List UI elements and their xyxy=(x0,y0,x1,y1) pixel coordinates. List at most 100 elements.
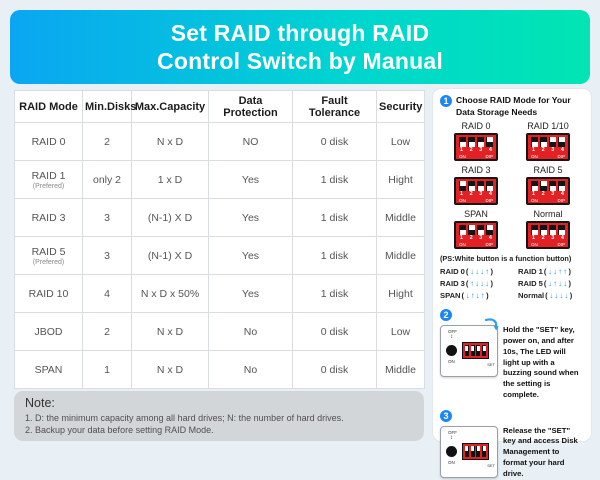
table-cell: N x D x 50% xyxy=(131,274,209,313)
legend-paren: ) xyxy=(486,291,489,301)
arrow-down-icon: ↓ xyxy=(559,290,564,300)
panel-dip-slot xyxy=(476,345,481,357)
arrow-down-icon: ↓ xyxy=(549,290,554,300)
panel-dip-knob xyxy=(465,345,469,351)
dip-number: 3 xyxy=(479,147,483,154)
table-cell: N x D xyxy=(131,312,209,351)
table-cell: 1 x D xyxy=(131,160,209,199)
table-cell: 0 disk xyxy=(292,350,377,389)
dip-knob xyxy=(486,186,493,192)
dip-knob xyxy=(549,186,556,192)
dip-switch-2 xyxy=(468,181,475,192)
panel-dip-slot xyxy=(482,345,487,357)
dip-mode-label: Normal xyxy=(533,209,563,220)
table-cell: only 2 xyxy=(82,160,132,199)
dip-knob xyxy=(477,186,484,192)
power-button-icon xyxy=(446,345,457,357)
dip-switch-3 xyxy=(477,137,484,148)
table-cell: Hight xyxy=(376,160,425,199)
dip-knob xyxy=(459,230,466,236)
dip-knob xyxy=(549,230,556,236)
table-cell: 3 xyxy=(82,236,132,275)
dip-knob xyxy=(531,230,538,236)
dip-slots xyxy=(459,181,493,192)
table-cell: Yes xyxy=(208,236,293,275)
arrow-down-icon: ↓ xyxy=(469,266,474,276)
dip-on-label: ON xyxy=(531,197,538,203)
panel-set-label: SET xyxy=(487,362,495,368)
dip-foot: ON DIP xyxy=(531,197,565,204)
dip-dip-label: DIP xyxy=(557,197,565,203)
cell-raid-mode: SPAN xyxy=(14,350,83,389)
panel-dip-knob xyxy=(476,446,480,452)
dip-knob xyxy=(486,225,493,231)
legend-label: RAID 3 xyxy=(440,279,465,289)
table-cell: Low xyxy=(376,312,425,351)
dip-on-label: ON xyxy=(531,153,538,159)
dip-on-label: ON xyxy=(531,241,538,247)
note-line-2: 2. Backup your data before setting RAID … xyxy=(25,425,214,436)
legend-item-raid-1: RAID 1(↓↓↑↑) xyxy=(518,267,584,276)
dip-knob xyxy=(486,137,493,143)
dip-number: 1 xyxy=(532,235,536,242)
dip-on-label: ON xyxy=(459,197,466,203)
raid-mode-name: JBOD xyxy=(34,325,63,338)
dip-number: 4 xyxy=(560,191,564,198)
panel-dip-slot xyxy=(464,345,469,357)
raid-mode-name: RAID 3 xyxy=(31,211,66,224)
dip-knob xyxy=(558,137,565,143)
arrow-up-icon: ↑ xyxy=(469,278,474,288)
dip-knob xyxy=(540,142,547,148)
dip-number: 3 xyxy=(479,235,483,242)
arrow-up-icon: ↑ xyxy=(480,290,485,300)
table-cell: 2 xyxy=(82,312,132,351)
table-cell: (N-1) X D xyxy=(131,236,209,275)
legend-item-raid-3: RAID 3(↑↓↓↓) xyxy=(440,279,518,288)
table-cell: Low xyxy=(376,122,425,161)
arrow-down-icon: ↓ xyxy=(552,266,557,276)
dip-switch-1 xyxy=(531,181,538,192)
legend-item-raid-0: RAID 0(↓↓↓↑) xyxy=(440,267,518,276)
dip-switch-2 xyxy=(540,181,547,192)
legend-label: RAID 1 xyxy=(518,267,543,277)
panel-dip-knob xyxy=(482,345,486,351)
dip-dip-label: DIP xyxy=(557,241,565,247)
table-cell: (N-1) X D xyxy=(131,198,209,237)
dip-slots xyxy=(531,137,565,148)
arrow-down-icon: ↓ xyxy=(562,278,567,288)
column-header: Min.Disks xyxy=(82,90,136,123)
arrow-down-icon: ↓ xyxy=(564,290,569,300)
panel-dip-switch xyxy=(462,342,489,360)
panel-dip-switch xyxy=(462,442,489,460)
dip-number: 2 xyxy=(469,235,473,242)
dip-number: 2 xyxy=(469,191,473,198)
arrow-down-icon: ↓ xyxy=(557,278,562,288)
table-cell: 0 disk xyxy=(292,122,377,161)
legend-item-raid-5: RAID 5(↓↑↓↓) xyxy=(518,279,584,288)
table-cell: 4 xyxy=(82,274,132,313)
table-cell: No xyxy=(208,312,293,351)
step-1-badge: 1 xyxy=(440,95,452,107)
dip-number: 1 xyxy=(532,147,536,154)
panel-dip-knob xyxy=(471,446,475,452)
step-2-text: Hold the "SET" key, power on, and after … xyxy=(503,325,579,399)
panel-off-label: OFF xyxy=(448,429,457,435)
dip-switch-4 xyxy=(486,181,493,192)
cell-raid-mode: RAID 1(Prefered) xyxy=(14,160,83,199)
cell-raid-mode: RAID 5(Prefered) xyxy=(14,236,83,275)
step-3-badge: 3 xyxy=(440,409,452,422)
dip-mode-label: RAID 1/10 xyxy=(527,121,569,132)
dip-dip-label: DIP xyxy=(485,241,493,247)
table-cell: Middle xyxy=(376,350,425,389)
dip-number: 1 xyxy=(460,147,464,154)
panel-dip-knob xyxy=(482,446,486,452)
